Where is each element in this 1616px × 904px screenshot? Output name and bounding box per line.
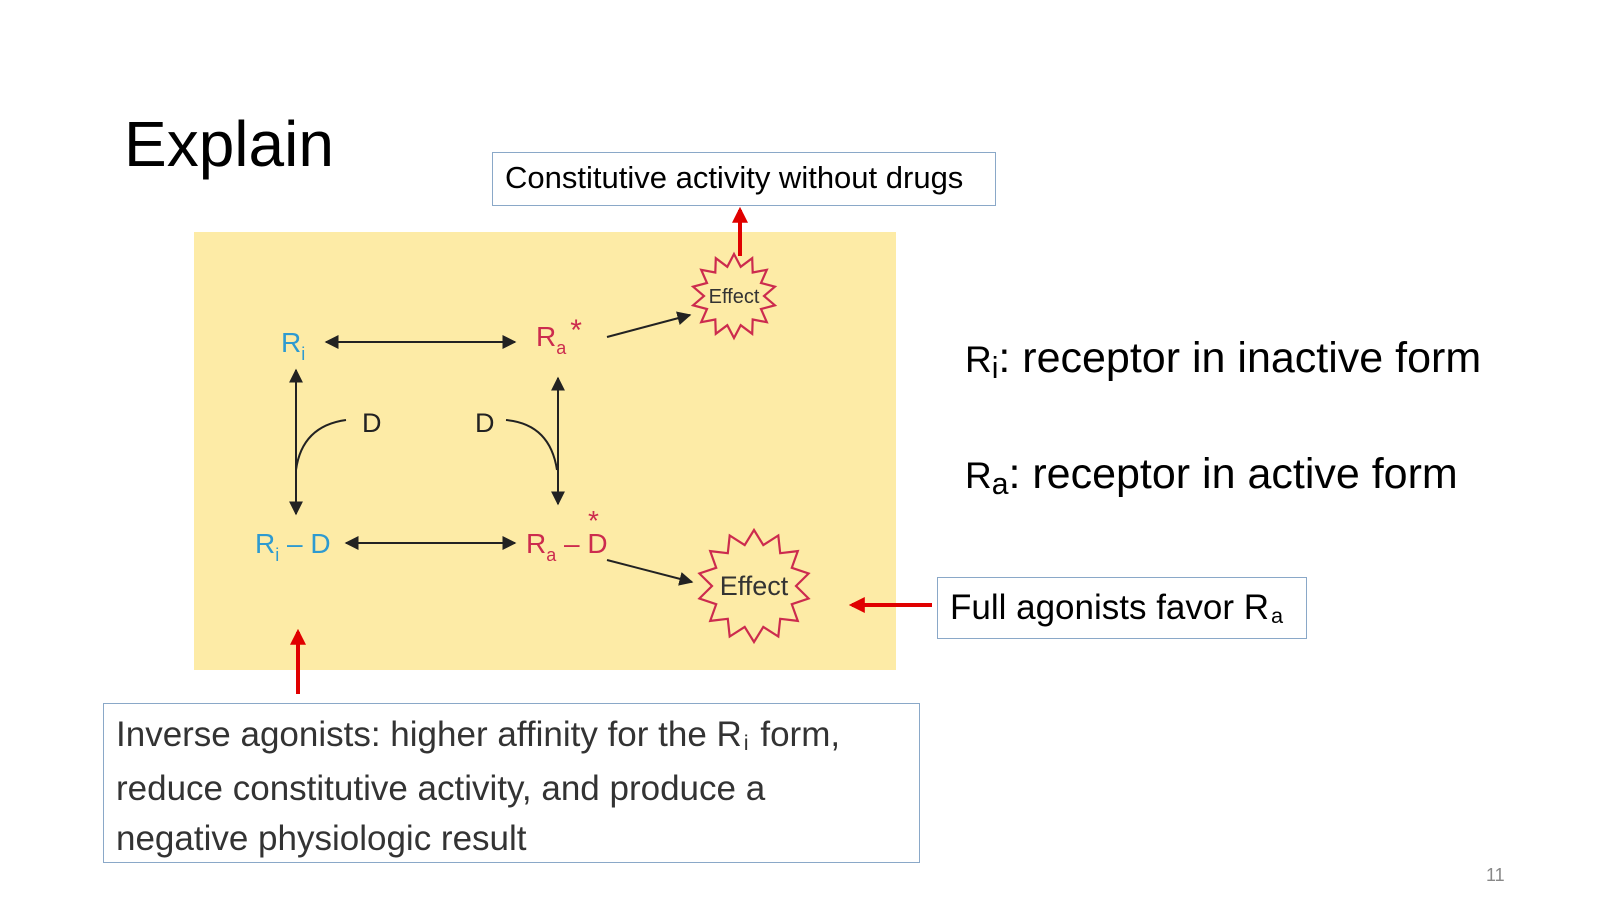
page-number: 11	[1486, 865, 1505, 885]
node-ra-star: Ra*	[536, 314, 582, 358]
legend-ra-symbol: R	[965, 455, 992, 496]
legend-ri-sub: i	[991, 352, 999, 386]
node-ri: Ri	[281, 327, 305, 364]
node-ri-d: Ri – D	[255, 528, 331, 565]
legend-ri-symbol: R	[965, 339, 992, 380]
callout-inverse-agonists: Inverse agonists: higher affinity for th…	[103, 703, 920, 863]
callout-full-agonists: Full agonists favor Ra	[937, 577, 1307, 639]
diagram-background	[194, 232, 896, 670]
callout-constitutive-activity: Constitutive activity without drugs	[492, 152, 996, 206]
arrow-to-effect-small	[606, 311, 692, 338]
effect-label-large: Effect	[720, 571, 789, 601]
drug-curve-right	[505, 419, 558, 471]
drug-label-right: D	[475, 408, 495, 438]
legend-ri-text: : receptor in inactive form	[998, 334, 1482, 382]
drug-curve-left	[295, 419, 347, 471]
slide-title: Explain	[124, 108, 334, 180]
callout-full-text: Full agonists favor R	[950, 588, 1270, 627]
callout-inverse-text-after: form, reduce constitutive activity, and …	[116, 715, 841, 858]
legend-ri: Ri: receptor in inactive form	[965, 334, 1482, 386]
callout-constitutive-text: Constitutive activity without drugs	[505, 160, 964, 195]
node-ra-d: Ra – D	[526, 528, 608, 565]
effect-burst-small	[690, 251, 778, 341]
drug-label-left: D	[362, 408, 382, 438]
legend-ra: Ra: receptor in active form	[965, 450, 1458, 502]
effect-label-small: Effect	[709, 286, 760, 308]
callout-inverse-sub: i	[743, 729, 749, 755]
legend-ra-text: : receptor in active form	[1008, 450, 1458, 498]
effect-burst-large	[697, 527, 811, 645]
node-ra-d-star: *	[588, 505, 599, 536]
callout-inverse-text-before: Inverse agonists: higher affinity for th…	[116, 715, 742, 754]
arrow-to-effect-large	[606, 559, 694, 586]
legend-ra-sub: a	[991, 468, 1009, 502]
callout-full-sub: a	[1271, 602, 1284, 628]
